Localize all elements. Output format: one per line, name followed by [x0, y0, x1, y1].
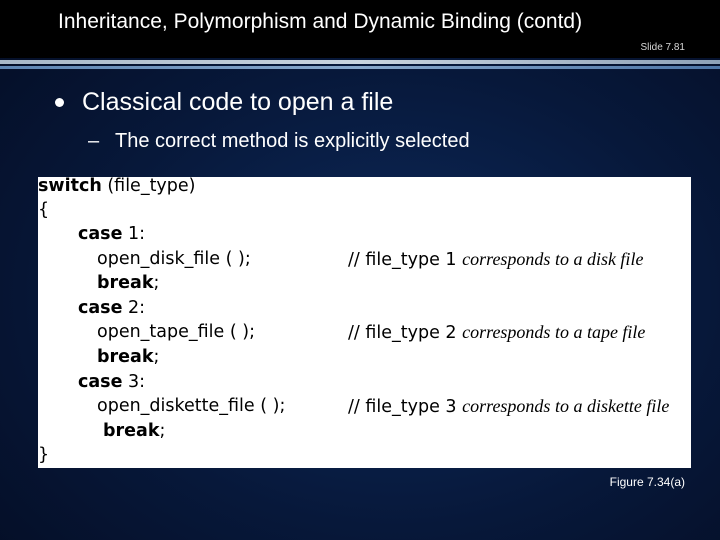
code-call-1: open_disk_file ( );	[97, 249, 251, 269]
keyword-break: break	[103, 421, 160, 441]
sub-bullet-dash: –	[88, 130, 100, 152]
keyword-switch: switch	[38, 177, 102, 196]
keyword-case: case	[78, 298, 123, 318]
code-case-2: case 2:	[78, 296, 145, 320]
code-comment-1: // file_type 1 corresponds to a disk fil…	[348, 247, 643, 272]
switch-argument: (file_type)	[101, 177, 196, 196]
comment-italic: corresponds to a tape file	[462, 322, 646, 342]
comment-prefix: // file_type 1	[348, 250, 463, 270]
bullet-text: Classical code to open a file	[82, 88, 394, 116]
break-semicolon: ;	[159, 421, 166, 441]
code-listing: switch (file_type) { case 1: open_disk_f…	[38, 177, 691, 468]
case-label: 2:	[122, 298, 146, 318]
code-close-brace: }	[38, 445, 50, 465]
code-case-3: case 3:	[78, 370, 145, 394]
code-open-brace: {	[38, 200, 50, 220]
comment-prefix: // file_type 3	[348, 397, 463, 417]
header-rule-light	[0, 60, 720, 64]
code-comment-2: // file_type 2 corresponds to a tape fil…	[348, 320, 645, 345]
keyword-break: break	[97, 347, 154, 367]
keyword-case: case	[78, 372, 123, 392]
break-semicolon: ;	[153, 347, 160, 367]
code-break-1: break;	[97, 271, 159, 295]
code-break-2: break;	[97, 345, 159, 369]
title-bar: Inheritance, Polymorphism and Dynamic Bi…	[0, 0, 720, 58]
code-comment-3: // file_type 3 corresponds to a diskette…	[348, 394, 669, 419]
slide-title: Inheritance, Polymorphism and Dynamic Bi…	[58, 10, 583, 33]
code-line-switch: switch (file_type)	[38, 177, 196, 198]
bullet-dot-icon	[55, 98, 64, 107]
comment-italic: corresponds to a disk file	[462, 249, 644, 269]
header-rule-blue	[0, 66, 720, 69]
sub-bullet-text: The correct method is explicitly selecte…	[115, 130, 470, 152]
figure-caption: Figure 7.34(a)	[609, 475, 685, 489]
break-semicolon: ;	[153, 273, 160, 293]
comment-prefix: // file_type 2	[348, 323, 463, 343]
keyword-break: break	[97, 273, 154, 293]
code-break-3: break;	[103, 419, 165, 443]
comment-italic: corresponds to a diskette file	[462, 396, 670, 416]
code-call-3: open_diskette_file ( );	[97, 396, 286, 416]
case-label: 3:	[122, 372, 146, 392]
case-label: 1:	[122, 224, 146, 244]
code-call-2: open_tape_file ( );	[97, 322, 255, 342]
slide-number: Slide 7.81	[640, 42, 685, 53]
code-case-1: case 1:	[78, 222, 145, 246]
keyword-case: case	[78, 224, 123, 244]
